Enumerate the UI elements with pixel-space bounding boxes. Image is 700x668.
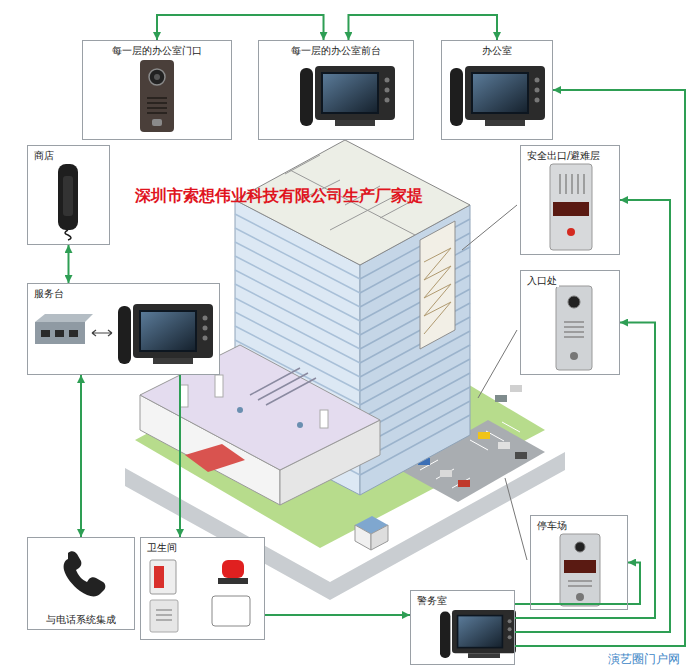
connector-arrow	[515, 200, 670, 632]
device-panel: 每一层的办公室门口	[82, 40, 232, 140]
telephone-icon	[64, 551, 106, 596]
door-station-icon	[140, 60, 174, 132]
guard-booth	[355, 516, 388, 550]
emergency-panel-icon	[550, 164, 592, 250]
connector-arrow	[179, 375, 181, 537]
device-panel: 办公室	[441, 40, 553, 140]
connector-arrow	[157, 15, 324, 40]
panel-heading: 每一层的办公室门口	[110, 44, 204, 57]
connector-arrow	[515, 563, 640, 605]
leader-line	[462, 205, 527, 560]
panel-ground	[27, 40, 628, 665]
monitor-icon	[118, 304, 213, 364]
connector-arrow	[68, 245, 70, 283]
watermark: 深圳市索想伟业科技有限公司生产厂家提	[133, 186, 425, 207]
panel-heading: 入口处	[525, 274, 559, 287]
connector-arrow	[348, 15, 497, 40]
panel-heading: 卫生间	[145, 541, 179, 554]
connector-arrow	[515, 323, 655, 619]
connector-arrow	[80, 375, 82, 537]
panel-heading: 每一层的办公室前台	[289, 44, 383, 57]
panel-heading: 安全出口/避难层	[525, 149, 602, 162]
entrance-awning	[185, 444, 245, 472]
monitor-icon	[300, 66, 395, 126]
device-panel: 卫生间	[140, 537, 265, 640]
monitor-icon	[450, 66, 545, 126]
device-panel: 每一层的办公室前台	[258, 40, 414, 140]
panel-heading: 商店	[32, 149, 56, 162]
monitor-icon	[440, 610, 516, 658]
entrance-station-icon	[556, 286, 592, 370]
restroom-devices	[150, 560, 250, 632]
device-panel: 停车场	[530, 515, 628, 610]
panel-heading: 服务台	[32, 287, 66, 300]
panel-heading: 警务室	[415, 594, 449, 607]
device-panel: 商店	[27, 145, 110, 245]
panel-heading: 办公室	[480, 44, 514, 57]
device-panel: 警务室	[410, 590, 515, 665]
panel-heading: 与电话系统集成	[44, 613, 118, 626]
device-panel: 服务台	[27, 283, 220, 375]
device-panel: 入口处	[520, 270, 620, 375]
connector-arrow	[265, 614, 410, 616]
handset-icon	[58, 164, 78, 240]
stairwell	[420, 221, 455, 349]
adapter-icon	[35, 314, 112, 344]
watermark: 演艺圈门户网	[606, 651, 682, 668]
device-panel: 安全出口/避难层	[520, 145, 620, 255]
device-panel: 与电话系统集成	[27, 537, 135, 630]
connector-arrow	[515, 90, 685, 646]
panel-heading: 停车场	[535, 519, 569, 532]
parking-station-icon	[560, 534, 600, 606]
